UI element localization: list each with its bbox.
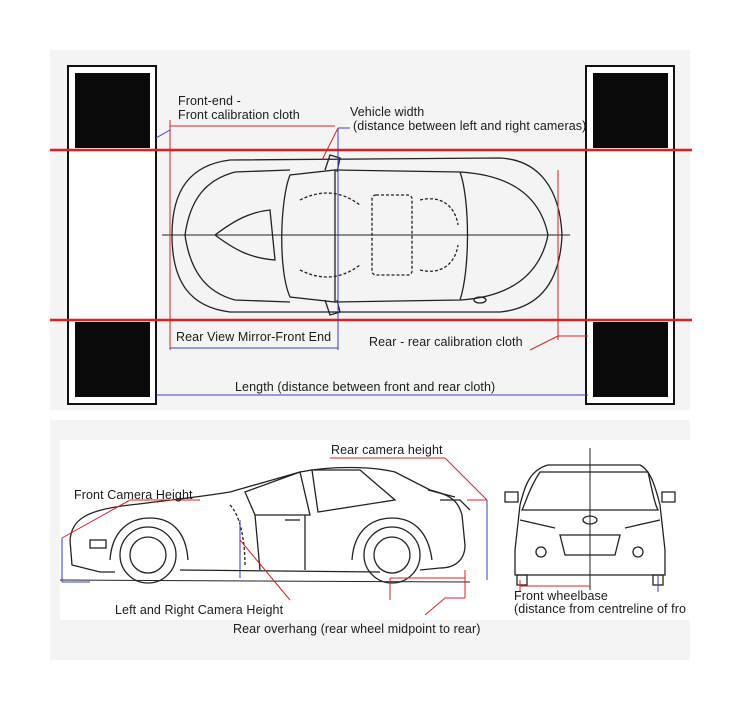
rear-cloth-label: Rear - rear calibration cloth	[369, 335, 523, 349]
length-label: Length (distance between front and rear …	[235, 380, 496, 394]
front-end-label: Front-end - Front calibration cloth	[178, 94, 300, 122]
front-wheelbase-label-line2: (distance from centreline of fro	[514, 602, 687, 616]
front-wheelbase-leader	[519, 575, 659, 592]
front-end-leader	[169, 120, 335, 350]
vehicle-width-label-line1: Vehicle width	[350, 105, 425, 119]
ground-line	[59, 579, 471, 583]
vehicle-width-label-line2: (distance between left and right cameras…	[353, 119, 587, 133]
left-calibration-cloth	[67, 65, 157, 405]
front-wheelbase-label: Front wheelbase (distance from centrelin…	[514, 590, 686, 616]
front-end-label-line2: Front calibration cloth	[178, 108, 300, 122]
lr-camera-height-leader	[239, 520, 291, 601]
front-camera-height-label: Front Camera Height	[74, 488, 193, 502]
right-calibration-cloth	[585, 65, 675, 405]
vehicle-width-label: Vehicle width (distance between left and…	[350, 105, 586, 133]
lr-camera-height-label: Left and Right Camera Height	[115, 603, 284, 617]
rear-cloth-leader	[529, 170, 588, 351]
mirror-front-end-label: Rear View Mirror-Front End	[176, 330, 332, 344]
front-camera-height-leader	[61, 499, 200, 583]
rear-overhang-label: Rear overhang (rear wheel midpoint to re…	[233, 622, 481, 636]
rear-camera-height-leader	[330, 457, 488, 580]
car-front-view	[504, 464, 676, 586]
front-wheelbase-label-line1: Front wheelbase	[514, 589, 608, 603]
side-view-inner	[60, 440, 690, 620]
vehicle-width-leader	[321, 127, 350, 350]
rear-camera-height-label: Rear camera height	[331, 443, 443, 457]
rear-overhang-leader	[389, 570, 466, 616]
car-side-view	[69, 466, 471, 584]
front-end-blue-tick	[155, 129, 171, 139]
front-end-label-line1: Front-end -	[178, 94, 241, 108]
